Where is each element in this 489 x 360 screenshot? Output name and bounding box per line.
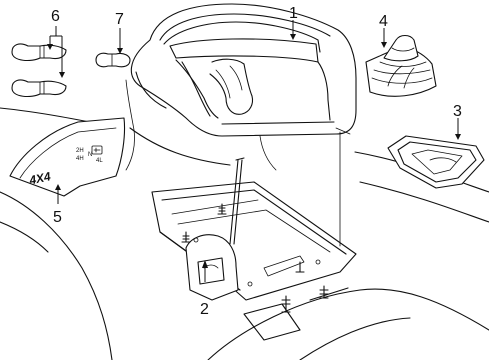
badge-4x4-label: 4X4 [27,169,52,187]
bracket-bolts [181,203,305,273]
bulb-single [95,52,131,68]
shift-mark-n: N [88,152,92,158]
trim-panel [9,117,126,197]
callout-7: 7 [115,11,124,28]
callout-2: 2 [200,301,209,318]
floor-bolts [243,285,349,341]
trim-badge: 4X4 [27,169,52,187]
shift-mark-2h: 2H [76,148,84,154]
vehicle-floor-outline [0,107,489,360]
shifter-bracket [151,157,357,301]
bulb-pair [11,43,67,98]
callout-6: 6 [51,8,60,25]
callout-3: 3 [453,103,462,120]
shift-pattern-markings: 2H 4H N 4L [76,145,103,164]
callout-5: 5 [53,209,62,226]
callout-labels: 1 2 3 4 5 6 7 [51,5,462,318]
shift-mark-4h: 4H [76,156,84,162]
callout-4: 4 [379,13,388,30]
shift-pattern-box [91,145,103,155]
console-assembly [125,3,357,171]
leaders [47,20,461,282]
shift-boot [365,34,437,97]
shift-mark-4l: 4L [96,158,103,164]
console-tray [387,135,485,189]
callout-1: 1 [289,5,298,22]
